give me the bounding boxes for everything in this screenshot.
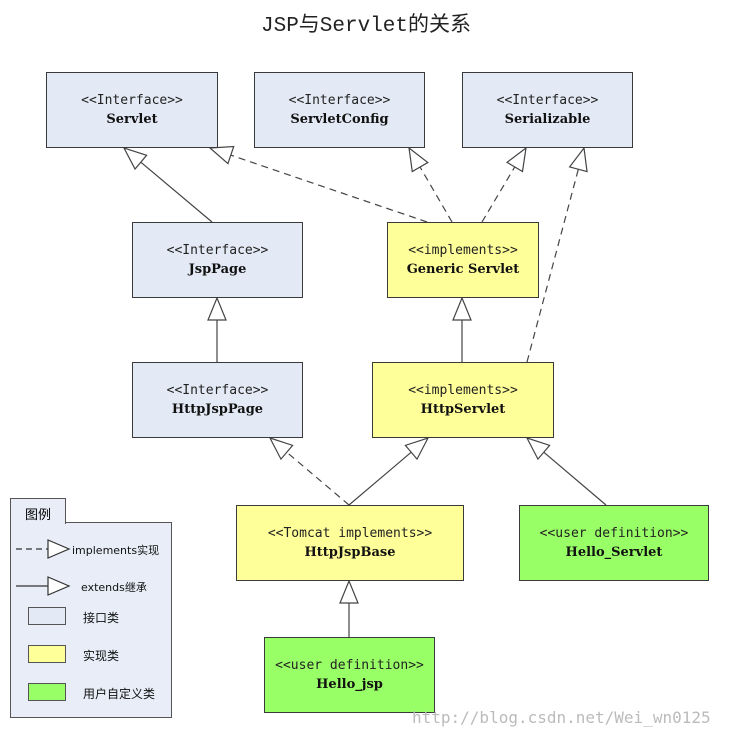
legend-implements-arrow: [16, 539, 71, 559]
class-http-jsp-base: <<Tomcat implements>> HttpJspBase: [236, 505, 464, 581]
legend-interface-label: 接口类: [83, 611, 120, 625]
class-http-jsp-page: <<Interface>> HttpJspPage: [132, 362, 303, 438]
arrowhead-icon: [568, 146, 588, 173]
relation-line: [230, 154, 428, 223]
stereotype: <<Interface>>: [288, 92, 391, 108]
arrowhead-icon: [505, 146, 527, 173]
relation-http-servlet-implements-serializable: [526, 146, 588, 363]
legend-extends-arrow: [16, 576, 71, 596]
relation-line: [286, 451, 350, 506]
class-name: HttpServlet: [420, 401, 506, 417]
relation-hello-jsp-extends-http-jsp-base: [339, 579, 359, 637]
relation-line: [348, 451, 412, 506]
relation-http-jsp-page-extends-jsp-page: [207, 296, 227, 362]
relation-line: [481, 166, 516, 223]
stereotype: <<user definition>>: [539, 525, 689, 541]
relation-http-servlet-extends-generic-servlet: [452, 296, 472, 362]
arrowhead-icon: [452, 296, 472, 321]
class-http-servlet: <<implements>> HttpServlet: [372, 362, 554, 438]
class-jsp-page: <<Interface>> JspPage: [132, 222, 303, 298]
relation-jsp-page-extends-servlet: [122, 146, 213, 223]
stereotype: <<implements>>: [408, 242, 518, 258]
legend-user-label: 用户自定义类: [83, 687, 156, 701]
arrowhead-icon: [408, 146, 429, 173]
stereotype: <<Tomcat implements>>: [267, 525, 433, 541]
class-name: Servlet: [106, 111, 158, 127]
stereotype: <<user definition>>: [275, 657, 424, 673]
relation-hello-servlet-extends-http-servlet: [525, 436, 607, 506]
legend-implementation-swatch: [28, 645, 66, 663]
class-name: Serializable: [504, 111, 591, 127]
legend-implementation-label: 实现类: [83, 649, 120, 663]
class-serializable: <<Interface>> Serializable: [462, 72, 633, 148]
legend-arrows: [16, 539, 71, 596]
arrowhead-icon: [404, 436, 430, 461]
relation-line: [526, 169, 579, 363]
class-generic-servlet: <<implements>> Generic Servlet: [387, 222, 539, 298]
class-name: Generic Servlet: [406, 261, 520, 277]
class-hello-jsp: <<user definition>> Hello_jsp: [264, 637, 435, 713]
relation-line: [140, 161, 213, 223]
legend-user-swatch: [28, 683, 66, 701]
relation-line: [543, 451, 607, 506]
stereotype: <<Interface>>: [496, 92, 599, 108]
class-servlet: <<Interface>> Servlet: [46, 72, 218, 148]
legend-interface-swatch: [28, 607, 66, 625]
relation-generic-servlet-implements-servlet-config: [408, 146, 453, 223]
stereotype: <<implements>>: [408, 382, 518, 398]
legend-title: 图例: [10, 498, 66, 524]
stereotype: <<Interface>>: [166, 242, 269, 258]
class-name: HttpJspPage: [171, 401, 264, 417]
relation-http-jsp-base-extends-http-servlet: [348, 436, 430, 506]
arrowhead-icon: [268, 436, 294, 461]
relation-generic-servlet-implements-serializable: [481, 146, 527, 223]
class-name: ServletConfig: [290, 111, 389, 127]
legend-extends-label: extends继承: [81, 581, 147, 594]
class-hello-servlet: <<user definition>> Hello_Servlet: [519, 505, 709, 581]
watermark: http://blog.csdn.net/Wei_wn0125: [412, 708, 711, 727]
stereotype: <<Interface>>: [166, 382, 269, 398]
stereotype: <<Interface>>: [81, 92, 183, 108]
class-name: Hello_Servlet: [565, 544, 663, 560]
class-name: HttpJspBase: [304, 544, 396, 560]
class-name: Hello_jsp: [316, 676, 383, 692]
relation-line: [419, 166, 453, 223]
legend: implements实现 extends继承 接口类 实现类 用户自定义类: [10, 522, 172, 718]
legend-tab-joint: [11, 521, 65, 524]
class-servlet-config: <<Interface>> ServletConfig: [254, 72, 425, 148]
relation-http-jsp-base-implements-http-jsp-page: [268, 436, 350, 506]
legend-implements-label: implements实现: [72, 544, 160, 557]
arrowhead-icon: [339, 579, 359, 604]
arrowhead-icon: [207, 296, 227, 321]
diagram-title: JSP与Servlet的关系: [260, 15, 472, 38]
arrowhead-icon: [525, 436, 551, 461]
arrowhead-icon: [122, 146, 148, 171]
class-name: JspPage: [188, 261, 247, 277]
relation-generic-servlet-implements-servlet: [208, 145, 428, 223]
arrowhead-icon: [208, 145, 235, 165]
